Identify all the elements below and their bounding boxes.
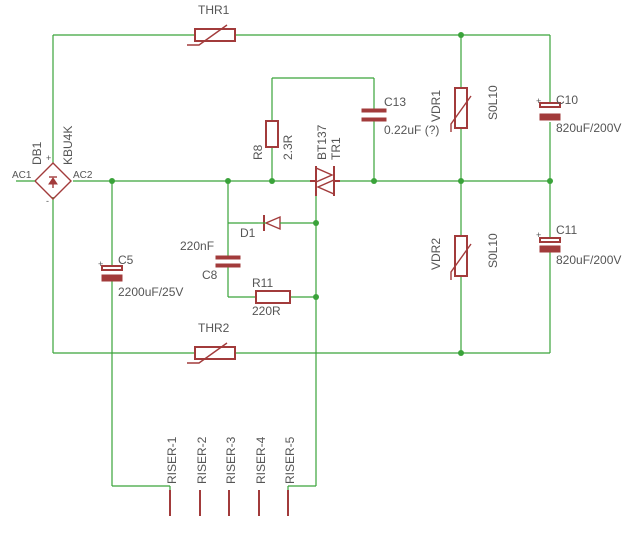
riser-3-label: RISER-3 bbox=[224, 436, 238, 484]
vdr2-value: S0L10 bbox=[486, 233, 500, 268]
riser-connectors: RISER-1 RISER-2 RISER-3 RISER-4 RISER-5 bbox=[165, 436, 297, 516]
varistor-vdr2: VDR2 S0L10 bbox=[429, 233, 500, 280]
capacitor-c8: 220nF C8 bbox=[180, 239, 241, 282]
diode-d1: D1 bbox=[240, 215, 282, 240]
vdr1-name: VDR1 bbox=[429, 90, 443, 122]
c5-polarity: + bbox=[98, 259, 103, 269]
d1-name: D1 bbox=[240, 226, 256, 240]
junction-dot bbox=[109, 178, 115, 184]
junctions bbox=[109, 32, 553, 356]
junction-dot bbox=[225, 178, 231, 184]
riser-4-label: RISER-4 bbox=[254, 436, 268, 484]
junction-dot bbox=[269, 178, 275, 184]
c11-value: 820uF/200V bbox=[556, 253, 621, 267]
db1-pin-minus: - bbox=[46, 196, 49, 206]
junction-dot bbox=[313, 220, 319, 226]
riser-1-label: RISER-1 bbox=[165, 436, 179, 484]
riser-connector-1: RISER-1 bbox=[165, 436, 179, 516]
riser-connector-3: RISER-3 bbox=[224, 436, 238, 516]
c10-polarity: + bbox=[536, 96, 541, 106]
riser-5-label: RISER-5 bbox=[283, 436, 297, 484]
junction-dot bbox=[458, 32, 464, 38]
resistor-r8: R8 2.3R bbox=[251, 120, 295, 160]
c5-name: C5 bbox=[118, 253, 134, 267]
c10-name: C10 bbox=[556, 93, 578, 107]
capacitor-c5: + C5 2200uF/25V bbox=[98, 253, 183, 299]
varistor-vdr1: VDR1 S0L10 bbox=[429, 85, 500, 132]
riser-connector-4: RISER-4 bbox=[254, 436, 268, 516]
r8-value: 2.3R bbox=[281, 134, 295, 160]
triac-tr1: BT137 TR1 bbox=[310, 124, 343, 196]
r11-name: R11 bbox=[252, 276, 273, 290]
resistor-r11: R11 220R bbox=[252, 276, 291, 318]
r8-name: R8 bbox=[251, 144, 265, 160]
c11-name: C11 bbox=[556, 223, 577, 237]
riser-connector-2: RISER-2 bbox=[195, 436, 209, 516]
junction-dot bbox=[458, 350, 464, 356]
thr1-name: THR1 bbox=[198, 3, 230, 17]
r11-value: 220R bbox=[252, 304, 281, 318]
c11-polarity: + bbox=[536, 230, 541, 240]
c5-value: 2200uF/25V bbox=[118, 285, 183, 299]
riser-connector-5: RISER-5 bbox=[283, 436, 297, 516]
tr1-name: TR1 bbox=[329, 137, 343, 160]
c8-name: C8 bbox=[202, 268, 218, 282]
capacitor-c13: C13 0.22uF (?) bbox=[361, 95, 439, 137]
vdr1-value: S0L10 bbox=[486, 85, 500, 120]
capacitor-c11: + C11 820uF/200V bbox=[536, 223, 621, 267]
tr1-value: BT137 bbox=[315, 124, 329, 160]
bridge-rectifier-db1: + - AC1 AC2 DB1 KBU4K bbox=[12, 126, 93, 206]
junction-dot bbox=[371, 178, 377, 184]
junction-dot bbox=[458, 178, 464, 184]
db1-value: KBU4K bbox=[61, 126, 75, 165]
db1-pin-plus: + bbox=[46, 153, 51, 163]
thermistor-thr1: THR1 bbox=[187, 3, 236, 46]
db1-pin-ac2: AC2 bbox=[73, 170, 93, 181]
junction-dot bbox=[313, 294, 319, 300]
junction-dot bbox=[547, 178, 553, 184]
c10-value: 820uF/200V bbox=[556, 121, 621, 135]
c8-value: 220nF bbox=[180, 239, 214, 253]
riser-2-label: RISER-2 bbox=[195, 436, 209, 484]
thr2-name: THR2 bbox=[198, 321, 230, 335]
capacitor-c10: + C10 820uF/200V bbox=[536, 93, 621, 135]
c13-name: C13 bbox=[384, 95, 406, 109]
db1-pin-ac1: AC1 bbox=[12, 170, 32, 181]
vdr2-name: VDR2 bbox=[429, 238, 443, 270]
thermistor-thr2: THR2 bbox=[187, 321, 236, 364]
c13-value: 0.22uF (?) bbox=[384, 123, 439, 137]
db1-name: DB1 bbox=[30, 141, 44, 165]
